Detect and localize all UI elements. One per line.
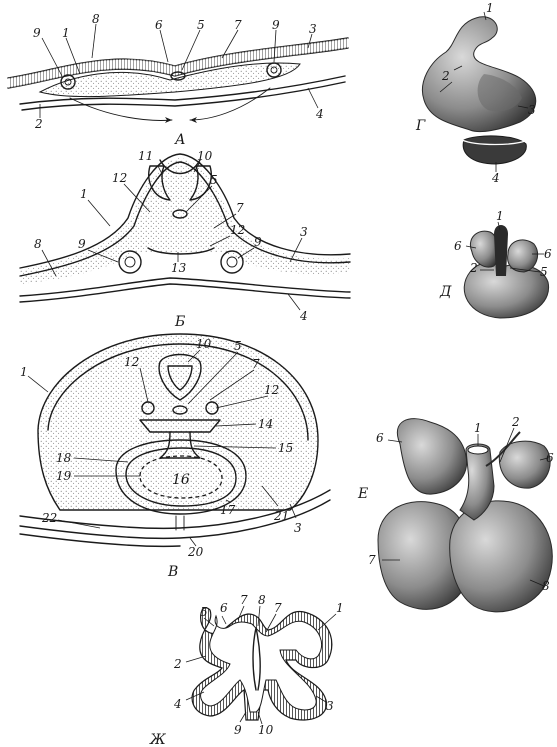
label-a-7: 7: [234, 18, 242, 32]
label-b-3: 3: [300, 225, 308, 239]
label-zh-10: 10: [258, 723, 274, 737]
label-zh-7: 7: [240, 593, 248, 607]
label-e-6: 6: [376, 431, 384, 445]
label-b-8: 8: [34, 237, 42, 251]
label-e-2: 2: [511, 415, 520, 429]
label-b-12b: 12: [230, 223, 245, 237]
label-b-13: 13: [171, 261, 187, 275]
caption-b: Б: [174, 314, 185, 330]
panel-d: 1 6 6 2 5 Д: [439, 209, 552, 318]
label-b-12: 12: [112, 171, 127, 185]
label-a-5: 5: [197, 18, 205, 32]
label-g-1: 1: [486, 1, 494, 15]
panel-b: 11 10 12 5 1 7 12 9 8 9 3 13 4 Б: [20, 149, 350, 330]
label-b-4: 4: [299, 309, 308, 323]
label-v-19: 19: [56, 469, 72, 483]
label-a-3: 3: [309, 22, 317, 36]
panel-zh: 5 6 7 8 7 1 2 4 9 10 3 Ж: [149, 593, 344, 747]
label-v-12b: 12: [264, 383, 279, 397]
label-v-17: 17: [220, 503, 236, 517]
label-a-4: 4: [315, 107, 324, 121]
caption-d: Д: [439, 284, 452, 300]
label-a-6: 6: [155, 18, 163, 32]
label-g-2: 2: [441, 69, 450, 83]
label-e-8: 8: [542, 579, 550, 593]
label-b-9b: 9: [254, 235, 262, 249]
label-v-14: 14: [258, 417, 273, 431]
label-v-10: 10: [196, 337, 212, 351]
label-zh-2: 2: [173, 657, 182, 671]
label-d-6: 6: [454, 239, 462, 253]
label-d-6b: 6: [544, 247, 552, 261]
label-v-18: 18: [56, 451, 72, 465]
label-v-21: 21: [273, 509, 289, 523]
caption-e: Е: [357, 486, 368, 502]
label-d-5: 5: [540, 265, 548, 279]
label-zh-1: 1: [336, 601, 344, 615]
label-g-4: 4: [491, 171, 500, 185]
label-b-10: 10: [197, 149, 213, 163]
panel-a: 9 1 8 6 5 7 9 3 2 4 А: [8, 12, 348, 148]
panel-v: 10 5 12 7 12 1 14 15 16 18 19 22 17 21 3…: [20, 334, 330, 580]
label-a-1: 1: [62, 26, 70, 40]
panel-e: 1 2 6 6 7 8 Е: [357, 415, 554, 612]
label-b-11: 11: [138, 149, 153, 163]
label-v-7: 7: [252, 357, 260, 371]
label-v-1: 1: [20, 365, 28, 379]
label-b-1: 1: [80, 187, 88, 201]
panel-g: 1 2 3 4 Г: [415, 1, 536, 185]
caption-a: А: [174, 132, 186, 148]
label-a-9: 9: [33, 26, 41, 40]
label-a-2: 2: [34, 117, 43, 131]
label-v-5: 5: [234, 339, 242, 353]
label-e-6b: 6: [546, 451, 554, 465]
label-zh-3: 3: [326, 699, 334, 713]
label-v-16: 16: [172, 472, 190, 488]
label-zh-5: 5: [200, 605, 208, 619]
label-a-8: 8: [92, 12, 100, 26]
caption-zh: Ж: [149, 732, 167, 747]
label-a-9b: 9: [272, 18, 280, 32]
label-d-2: 2: [469, 261, 478, 275]
label-v-22: 22: [41, 511, 57, 525]
label-v-20: 20: [187, 545, 204, 559]
label-b-5: 5: [210, 173, 218, 187]
label-zh-4: 4: [173, 697, 182, 711]
label-e-1: 1: [474, 421, 482, 435]
label-b-9: 9: [78, 237, 86, 251]
label-zh-7b: 7: [274, 601, 282, 615]
label-v-12: 12: [124, 355, 139, 369]
label-b-7: 7: [236, 201, 244, 215]
caption-v: В: [167, 564, 178, 580]
label-g-3: 3: [528, 103, 536, 117]
caption-g: Г: [415, 118, 426, 134]
label-v-3: 3: [294, 521, 302, 535]
label-d-1: 1: [496, 209, 504, 223]
label-zh-8: 8: [258, 593, 266, 607]
label-zh-9: 9: [234, 723, 242, 737]
label-zh-6: 6: [220, 601, 228, 615]
label-v-15: 15: [278, 441, 293, 455]
label-e-7: 7: [368, 553, 376, 567]
